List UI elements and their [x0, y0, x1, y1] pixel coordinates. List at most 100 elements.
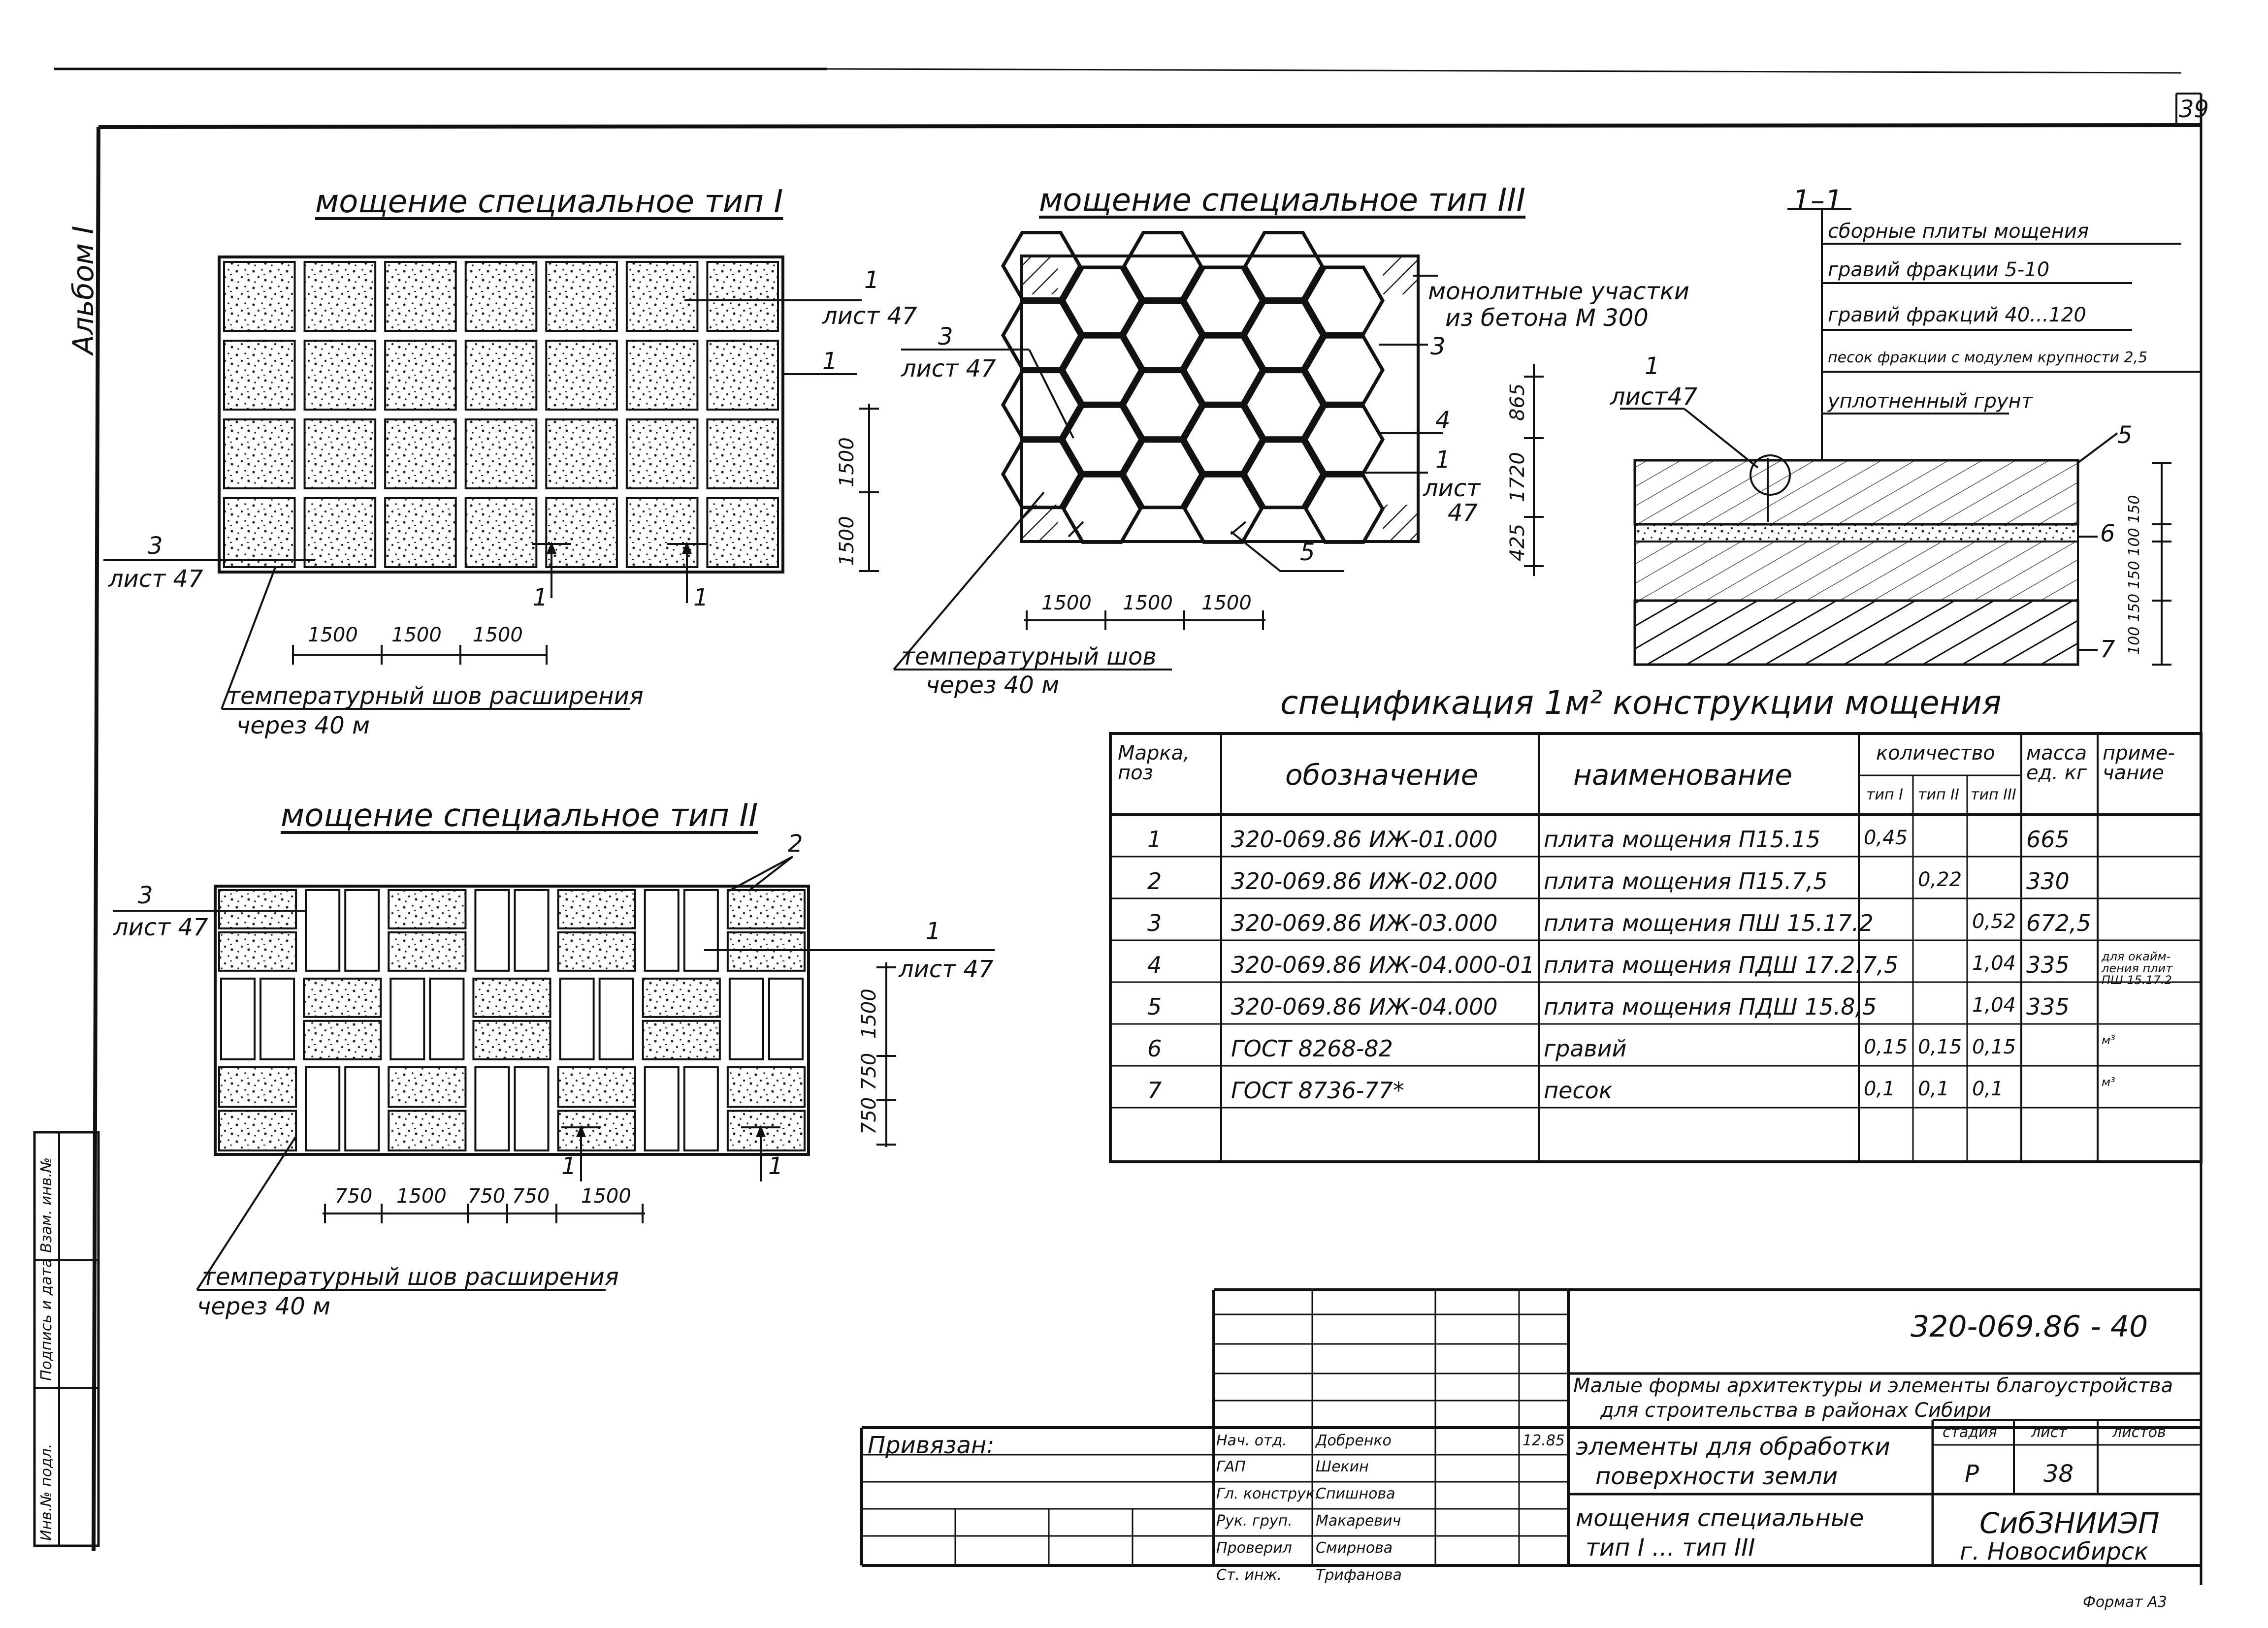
title-series: Малые формы архитектуры и элементы благо…	[1573, 1374, 2173, 1397]
spec-cell-mass: 335	[2026, 993, 2070, 1020]
type2-paving-plan	[113, 856, 995, 1291]
type1-tile	[303, 261, 377, 332]
type1-callout-1-right: 1	[822, 348, 838, 375]
type2-half-tile	[557, 1110, 636, 1152]
type2-half-tile	[557, 889, 636, 929]
type1-tile	[706, 261, 779, 332]
title-block-grid	[860, 1288, 2201, 1567]
type3-hex-tile	[1182, 265, 1264, 336]
type2-half-tile	[218, 889, 297, 929]
title-sheet-label: лист	[2031, 1424, 2067, 1441]
section-layer-1: сборные плиты мощения	[1828, 220, 2089, 243]
type2-narrow-tile	[220, 977, 256, 1060]
title-bound: Привязан:	[868, 1432, 995, 1459]
type2-narrow-tile	[514, 1066, 550, 1151]
type2-half-tile	[303, 1020, 382, 1060]
type3-title: мощение специальное тип III	[1039, 182, 1526, 219]
type3-callout-3-left: 3	[938, 323, 953, 351]
type3-border	[1020, 255, 1420, 543]
type1-tile	[223, 261, 296, 332]
type3-dim-h-3: 1500	[1201, 592, 1252, 614]
title-name-2: Шекин	[1316, 1458, 1369, 1475]
spec-cell-designation: ГОСТ 8736-77*	[1231, 1077, 1404, 1104]
type3-hex-tile	[1061, 265, 1143, 336]
type3-dim-v-1: 865	[1506, 383, 1529, 421]
type2-title: мощение специальное тип II	[281, 798, 758, 834]
type2-callout-1-right-ref: лист 47	[899, 956, 994, 983]
type3-paving-plan	[893, 231, 1544, 670]
title-format: Формат А3	[2083, 1594, 2167, 1611]
type1-callout-1: 1	[864, 266, 879, 294]
type2-half-tile	[726, 1110, 806, 1152]
type2-callout-1-right: 1	[926, 918, 941, 945]
type3-dim-v-3: 425	[1506, 523, 1529, 561]
type2-narrow-tile	[559, 977, 595, 1060]
spec-cell-mass: 672,5	[2026, 910, 2091, 936]
type1-tile	[384, 418, 457, 489]
type2-dim-v-1: 1500	[858, 989, 880, 1039]
type1-tile	[625, 340, 699, 411]
type2-dim-v-2: 750	[858, 1053, 880, 1090]
type1-paving-plan	[103, 255, 879, 710]
type1-tile	[223, 340, 296, 411]
spec-title: спецификация 1м² конструкции мощения	[1280, 684, 2002, 722]
spec-cell-note: м³	[2102, 1075, 2115, 1089]
type1-dim-v-2: 1500	[836, 516, 858, 566]
section-layer-5: уплотненный грунт	[1828, 390, 2033, 413]
type3-callout-1: 1	[1435, 446, 1451, 474]
title-stage: Р	[1965, 1460, 1979, 1488]
type1-tile	[464, 418, 538, 489]
section-mark-6: 6	[2100, 520, 2115, 547]
type2-half-tile	[388, 931, 467, 972]
type2-dim-h-2: 1500	[396, 1185, 447, 1208]
spec-cell-designation: 320-069.86 ИЖ-01.000	[1231, 826, 1498, 853]
spec-header-designation: обозначение	[1285, 758, 1479, 792]
title-name-5: Смирнова	[1316, 1539, 1393, 1557]
album-label: Альбом I	[66, 225, 100, 354]
type2-narrow-tile	[683, 1066, 719, 1151]
type1-tile	[223, 497, 296, 568]
spec-header-qty-1: тип I	[1866, 786, 1903, 803]
type3-hex-tile	[1303, 265, 1385, 336]
type2-narrow-tile	[344, 1066, 380, 1151]
spec-table-grid	[1109, 732, 2203, 1163]
type3-hex-tile	[1182, 335, 1264, 405]
type2-half-tile	[218, 931, 297, 972]
spec-cell-qty-3: 1,04	[1972, 994, 2016, 1017]
type2-joint-note-2: через 40 м	[197, 1293, 331, 1320]
type1-tile	[464, 497, 538, 568]
type2-dim-h-5: 1500	[581, 1185, 631, 1208]
spec-cell-note: м³	[2102, 1033, 2115, 1047]
spec-cell-designation: 320-069.86 ИЖ-04.000	[1231, 993, 1498, 1020]
type1-tile	[464, 340, 538, 411]
title-part-2: поверхности земли	[1595, 1463, 1838, 1490]
type1-tile	[464, 261, 538, 332]
type1-tile	[223, 418, 296, 489]
spec-header-qty: количество	[1876, 742, 1995, 765]
type3-hex-tiles	[1001, 231, 1420, 544]
title-sheets-label: листов	[2112, 1424, 2166, 1441]
type3-hex-tile	[1001, 300, 1082, 371]
type3-hex-tile	[1122, 439, 1203, 510]
spec-cell-mark: 6	[1147, 1035, 1162, 1062]
type3-hex-tile	[1303, 335, 1385, 405]
spec-cell-qty-3: 0,15	[1972, 1036, 2016, 1058]
spec-cell-qty-2: 0,22	[1918, 868, 1962, 891]
section-callout-1: 1	[1645, 352, 1660, 380]
type1-joint-note: температурный шов расширения	[227, 682, 644, 710]
type1-tile	[303, 497, 377, 568]
type2-narrow-tile	[598, 977, 634, 1060]
spec-cell-qty-2: 0,15	[1918, 1036, 1962, 1058]
type2-narrow-tile	[644, 889, 680, 972]
type2-arrow-mark-a: 1	[561, 1152, 577, 1180]
spec-header-qty-3: тип III	[1971, 786, 2016, 803]
section-dims: 100 150 150 100 150	[2126, 495, 2143, 655]
type2-narrow-tile	[474, 1066, 510, 1151]
type3-dim-v-2: 1720	[1506, 452, 1529, 502]
spec-cell-qty-3: 1,04	[1972, 952, 2016, 975]
title-city: г. Новосибирск	[1960, 1538, 2149, 1565]
section-callout-1-ref: лист47	[1610, 383, 1698, 411]
type2-narrow-tile	[344, 889, 380, 972]
type1-dim-v-1: 1500	[836, 437, 858, 487]
